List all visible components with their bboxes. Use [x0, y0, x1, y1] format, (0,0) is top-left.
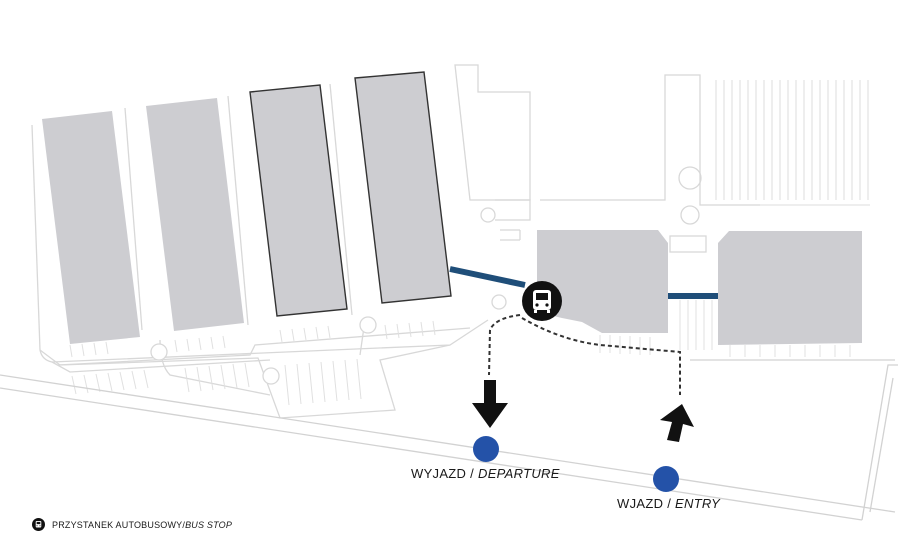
departure-label-pl: WYJAZD [411, 466, 467, 481]
building-4 [354, 71, 452, 304]
departure-label: WYJAZD / DEPARTURE [411, 466, 560, 481]
building-2 [146, 98, 244, 331]
departure-label-en: DEPARTURE [478, 466, 560, 481]
legend-text-pl: PRZYSTANEK AUTOBUSOWY [52, 519, 183, 530]
legend: PRZYSTANEK AUTOBUSOWY / BUS STOP [32, 518, 232, 531]
main-road [0, 359, 898, 521]
building-5 [537, 230, 668, 333]
entry-label: WJAZD / ENTRY [617, 496, 720, 511]
building-1 [42, 111, 140, 344]
entry-label-en: ENTRY [675, 496, 721, 511]
buildings [42, 71, 862, 345]
parking-stripes [69, 300, 851, 406]
parking-field-right [700, 80, 870, 206]
legend-text-en: BUS STOP [185, 519, 233, 530]
roundabouts [150, 316, 377, 385]
departure-arrow-icon [472, 380, 508, 428]
departure-marker [473, 436, 499, 462]
departure-label-sep: / [466, 466, 478, 481]
legend-sep: / [182, 519, 186, 530]
site-structures [454, 64, 760, 310]
building-3 [249, 84, 348, 317]
bus-stop-icon [522, 281, 562, 321]
entry-label-pl: WJAZD [617, 496, 664, 511]
site-outline [31, 83, 489, 419]
route-entry [521, 317, 681, 395]
entry-marker [653, 466, 679, 492]
building-6 [718, 231, 862, 345]
walkway-left [449, 266, 526, 288]
bus-routes [488, 314, 681, 395]
walkways [449, 266, 718, 299]
route-departure [488, 314, 521, 376]
entry-arrow-icon [660, 404, 694, 442]
bus-icon [32, 518, 45, 531]
entry-label-sep: / [663, 496, 676, 511]
